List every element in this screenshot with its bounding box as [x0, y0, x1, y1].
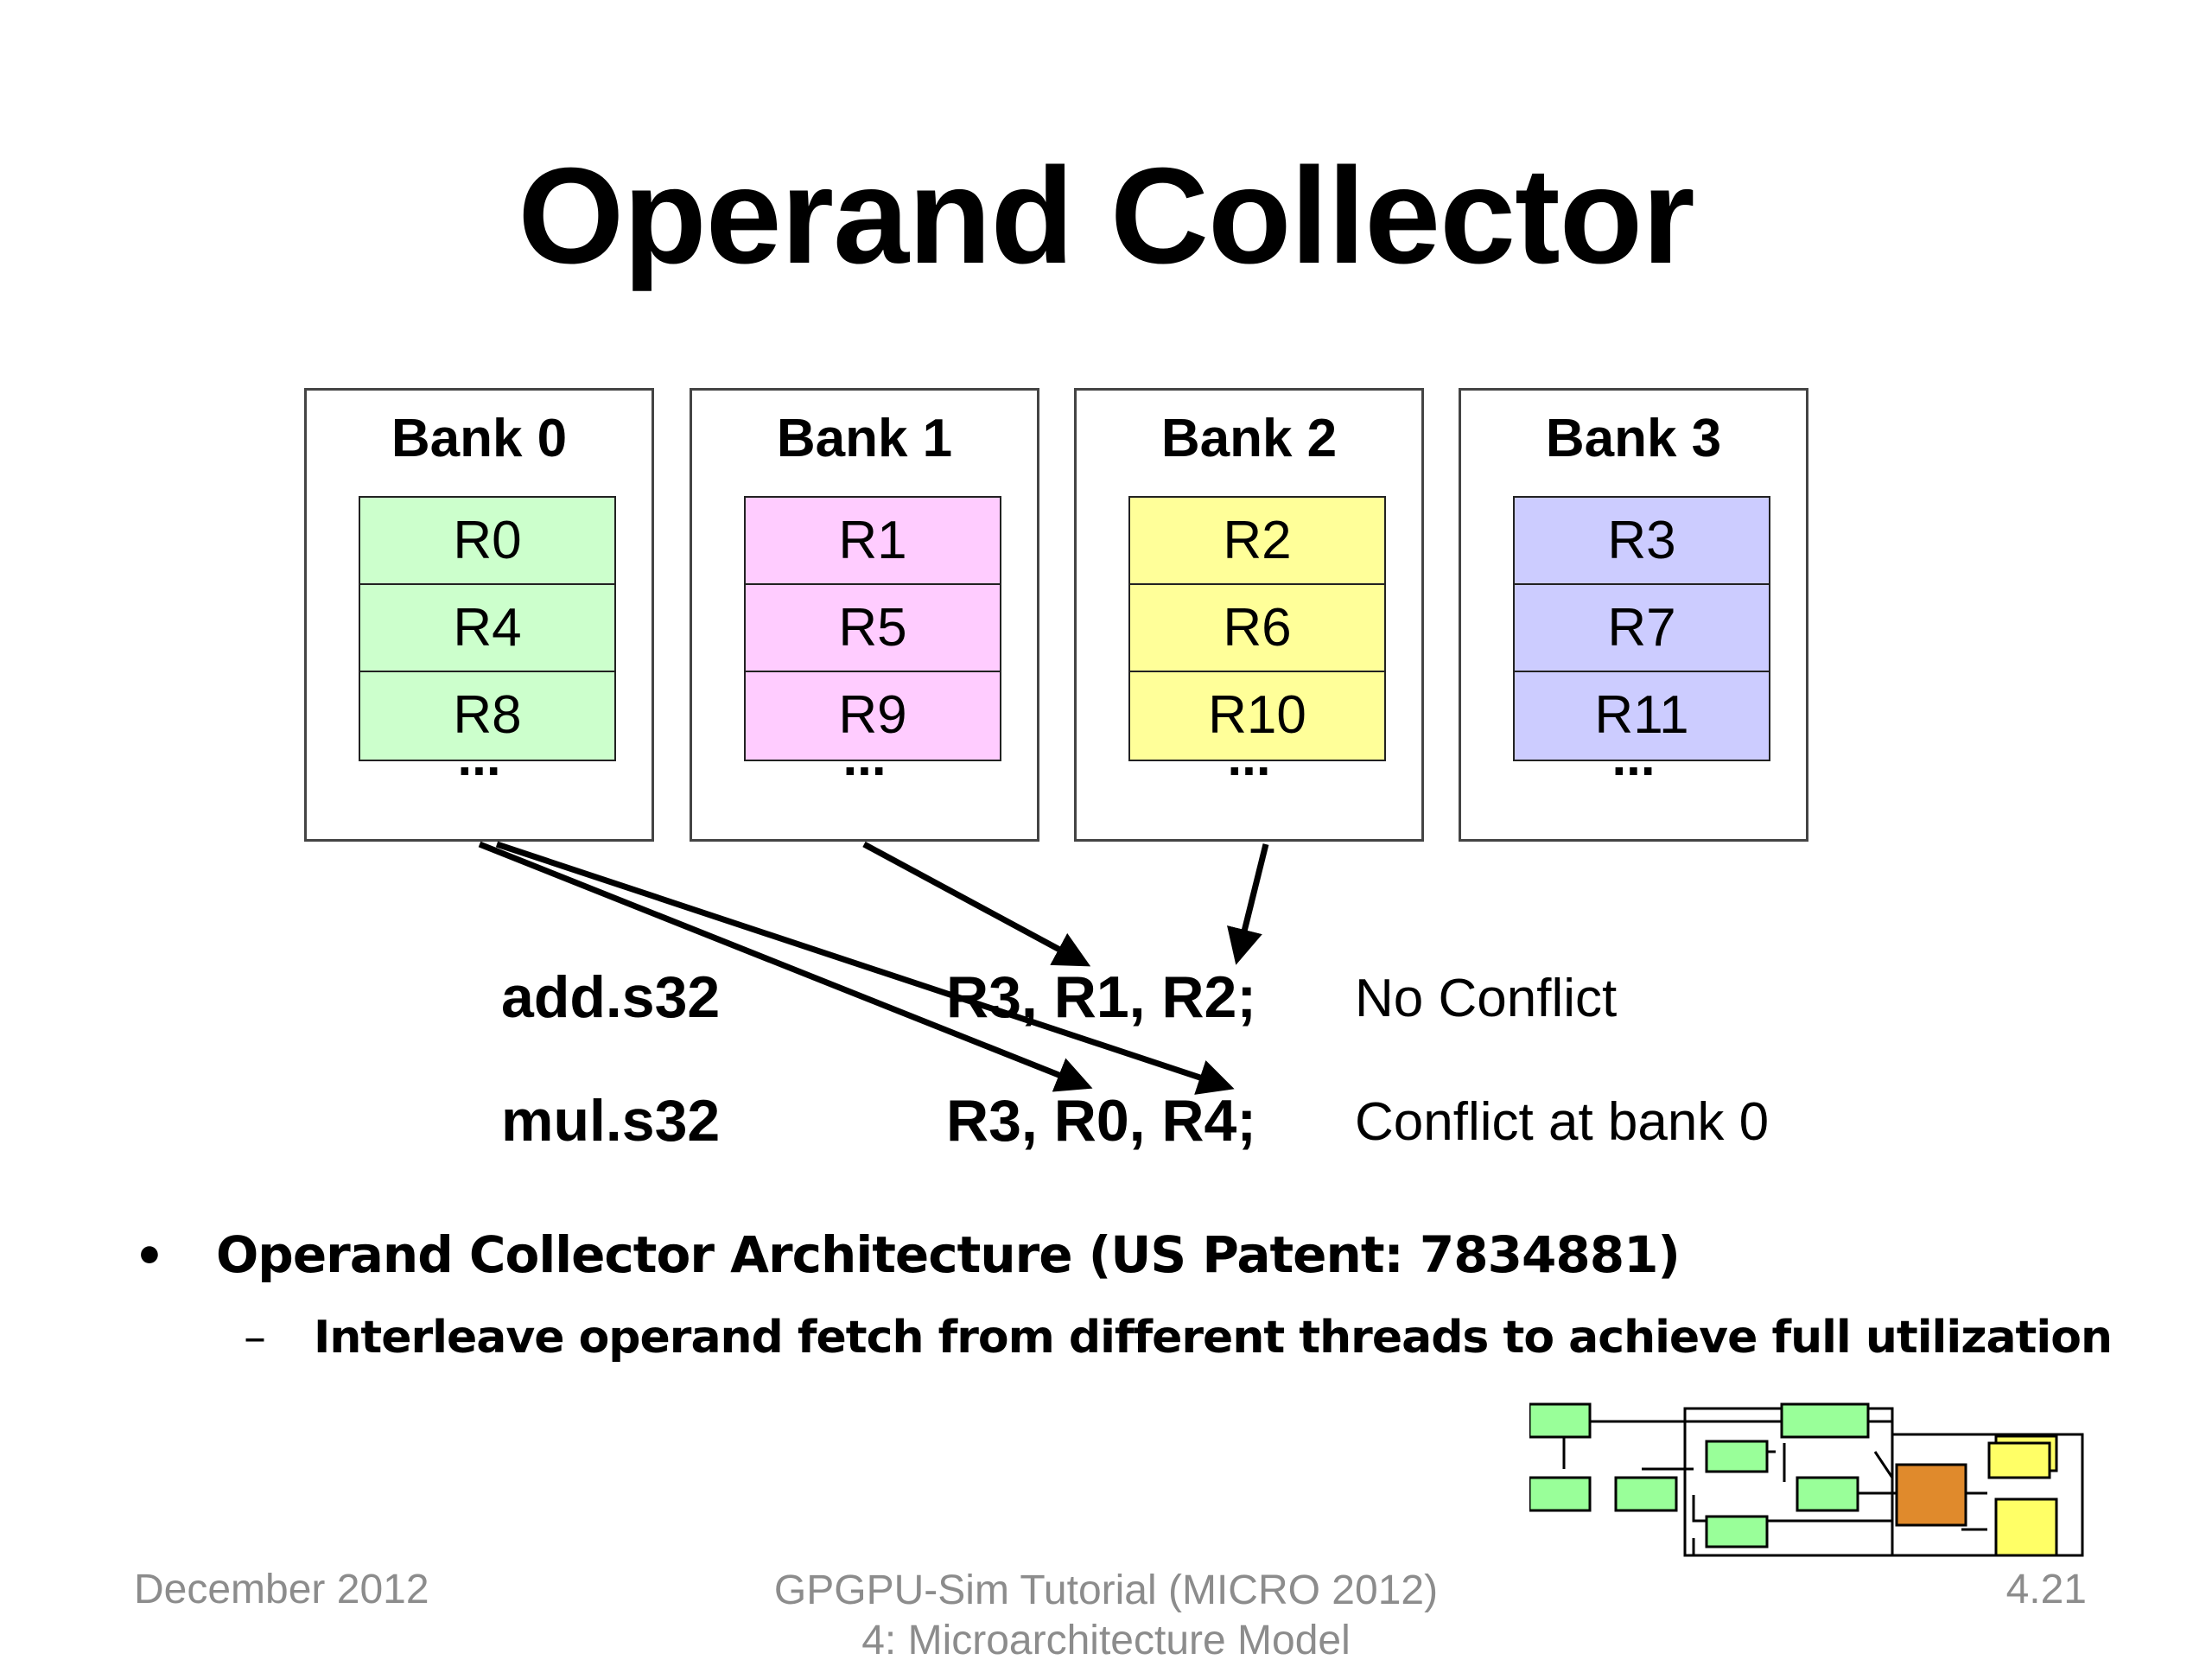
thumb-block	[1529, 1402, 1592, 1439]
footer-section: 4: Microarchitecture Model	[861, 1618, 1351, 1663]
arrow-bank2-to-r2	[1227, 843, 1269, 965]
conflict-status: No Conflict	[1355, 969, 1618, 1028]
register-cell: R7	[1515, 585, 1769, 672]
register-cell: R9	[838, 685, 907, 745]
bullet-marker: •	[134, 1229, 165, 1285]
register-cell: R6	[1130, 585, 1384, 672]
bank-label: Bank 2	[1160, 409, 1338, 468]
register-cell: R4	[360, 585, 614, 672]
footer-center: GPGPU-Sim Tutorial (MICRO 2012) 4: Micro…	[0, 1566, 2212, 1666]
arrow-bank1-to-r1	[862, 841, 1091, 967]
thumb-block	[1529, 1476, 1592, 1512]
footer-tutorial: GPGPU-Sim Tutorial (MICRO 2012)	[773, 1567, 1439, 1613]
bank-ellipsis: ...	[457, 728, 501, 786]
arrow-bank0-to-r4	[495, 841, 1235, 1095]
register-stack: R3 R7 R11	[1513, 496, 1770, 761]
thumb-block	[1987, 1441, 2051, 1479]
register-cell: R1	[746, 498, 1000, 585]
thumb-block	[1705, 1515, 1769, 1548]
bank-label: Bank 0	[391, 409, 568, 468]
bank-ellipsis: ...	[842, 728, 887, 786]
bank-2: Bank 2 R2 R6 R10 ...	[1074, 388, 1424, 842]
thumb-block	[1780, 1402, 1870, 1439]
register-stack: R2 R6 R10	[1128, 496, 1386, 761]
register-cell: R3	[1515, 498, 1769, 585]
thumb-block	[1796, 1476, 1859, 1512]
register-cell: R5	[746, 585, 1000, 672]
instruction-opcode: mul.s32	[501, 1088, 721, 1154]
register-cell: R0	[360, 498, 614, 585]
thumb-block	[1994, 1497, 2058, 1557]
bank-1: Bank 1 R1 R5 R9 ...	[690, 388, 1039, 842]
slide-title: Operand Collector	[518, 140, 1694, 292]
instruction-operands: R3, R1, R2;	[946, 964, 1256, 1030]
footer-date: December 2012	[134, 1567, 429, 1612]
bank-label: Bank 1	[776, 409, 953, 468]
register-stack: R0 R4 R8	[359, 496, 616, 761]
slide-number: 4.21	[2005, 1567, 2087, 1612]
register-cell: R2	[1130, 498, 1384, 585]
conflict-status: Conflict at bank 0	[1355, 1092, 1770, 1152]
register-cell: R10	[1208, 685, 1306, 745]
thumb-block	[1614, 1476, 1678, 1512]
bullet-sub: Interleave operand fetch from different …	[314, 1312, 2113, 1364]
register-cell: R11	[1594, 685, 1689, 745]
instruction-opcode: add.s32	[501, 964, 721, 1030]
bullet-main: Operand Collector Architecture (US Paten…	[216, 1225, 1681, 1284]
thumb-block	[1895, 1463, 1967, 1527]
bank-label: Bank 3	[1545, 409, 1722, 468]
architecture-thumbnail	[1529, 1402, 2084, 1557]
bank-0: Bank 0 R0 R4 R8 ...	[304, 388, 654, 842]
bank-3: Bank 3 R3 R7 R11 ...	[1459, 388, 1808, 842]
register-stack: R1 R5 R9	[744, 496, 1001, 761]
bank-ellipsis: ...	[1611, 728, 1656, 786]
instruction-operands: R3, R0, R4;	[946, 1088, 1256, 1154]
register-cell: R8	[453, 685, 522, 745]
sub-bullet-marker: –	[244, 1312, 266, 1364]
thumb-block	[1705, 1440, 1769, 1473]
arrow-bank0-to-r0	[478, 841, 1093, 1092]
bank-ellipsis: ...	[1227, 728, 1271, 786]
